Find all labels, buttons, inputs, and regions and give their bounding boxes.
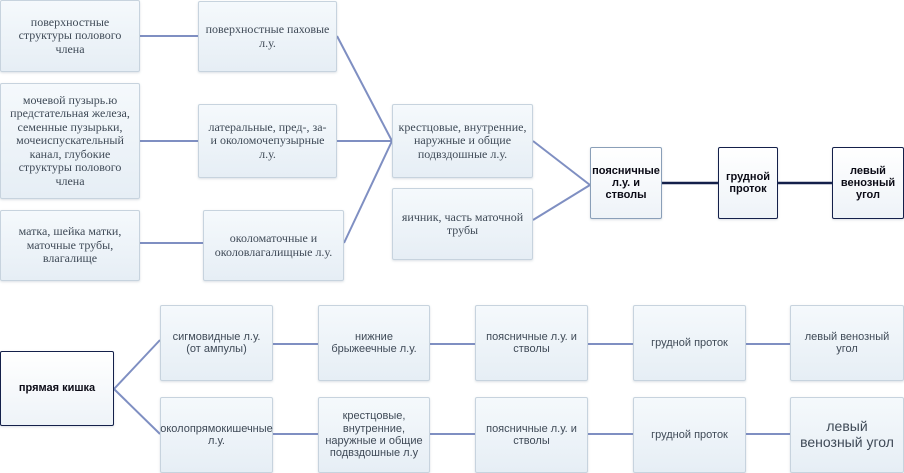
node-paravesical-nodes: латеральные, пред-, за- и околомочепузыр… [198, 104, 337, 178]
node-label: левый венозный угол [840, 164, 896, 202]
node-thoracic-duct: грудной проток [718, 147, 778, 219]
node-parauterine-nodes: околоматочные и околовлагалищные л.у. [203, 210, 344, 281]
node-lumbar-trunks-row1: поясничные л.у. и стволы [475, 305, 588, 381]
node-uterus: матка, шейка матки, маточные трубы, влаг… [0, 210, 140, 281]
node-inguinal-nodes: поверхностные паховые л.у. [198, 1, 337, 72]
node-left-venous-angle-row1: левый венозный угол [790, 305, 904, 381]
node-label: грудной проток [651, 336, 728, 349]
node-inferior-mesenteric-nodes: нижние брыжеечные л.у. [318, 305, 430, 381]
node-label: яичник, часть маточной трубы [401, 209, 524, 237]
node-label: латеральные, пред-, за- и околомочепузыр… [208, 119, 327, 161]
node-label: сигмовидные л.у.(от ампулы) [172, 330, 261, 355]
node-label: грудной проток [651, 428, 728, 441]
node-pararectal-nodes: околопрямокишечные л.у. [160, 397, 273, 473]
node-label: крестцовые, внутренние, наружные и общие… [398, 119, 527, 161]
node-ovary: яичник, часть маточной трубы [392, 188, 533, 260]
node-label: грудной проток [725, 170, 771, 195]
node-label: поясничные л.у. и стволы [486, 330, 577, 355]
node-label: прямая кишка [18, 382, 96, 395]
node-label: нижние брыжеечные л.у. [331, 330, 417, 355]
node-label: поясничные л.у. и стволы [592, 164, 660, 202]
node-label: матка, шейка матки, маточные трубы, влаг… [18, 224, 122, 266]
node-label: мочевой пузырь.ю предстательная железа, … [10, 92, 130, 188]
node-left-venous-angle-row2: левый венозный угол [790, 397, 904, 473]
node-label: поверхностные структуры полового члена [18, 14, 122, 56]
node-label: крестцовые, внутренние, наружные и общие… [325, 410, 423, 460]
node-bladder-prostate: мочевой пузырь.ю предстательная железа, … [0, 83, 140, 199]
node-penis-surface: поверхностные структуры полового члена [0, 0, 140, 72]
node-iliac-nodes: крестцовые, внутренние, наружные и общие… [392, 104, 533, 178]
node-lumbar-trunks: поясничные л.у. и стволы [590, 147, 662, 219]
node-label: левый венозный угол [804, 330, 890, 355]
node-iliac-nodes-row2: крестцовые, внутренние, наружные и общие… [318, 397, 430, 473]
node-rectum: прямая кишка [0, 351, 114, 426]
node-label: околоматочные и околовлагалищные л.у. [214, 231, 333, 259]
node-left-venous-angle: левый венозный угол [832, 147, 904, 219]
node-thoracic-duct-row2: грудной проток [633, 397, 746, 473]
node-label: поясничные л.у. и стволы [486, 422, 577, 447]
node-label: поверхностные паховые л.у. [205, 22, 330, 50]
node-lumbar-trunks-row2: поясничные л.у. и стволы [475, 397, 588, 473]
node-label: левый венозный угол [800, 418, 894, 450]
node-thoracic-duct-row1: грудной проток [633, 305, 746, 381]
node-label: околопрямокишечные л.у. [160, 422, 273, 447]
node-sigmoid-nodes: сигмовидные л.у.(от ампулы) [160, 305, 273, 381]
